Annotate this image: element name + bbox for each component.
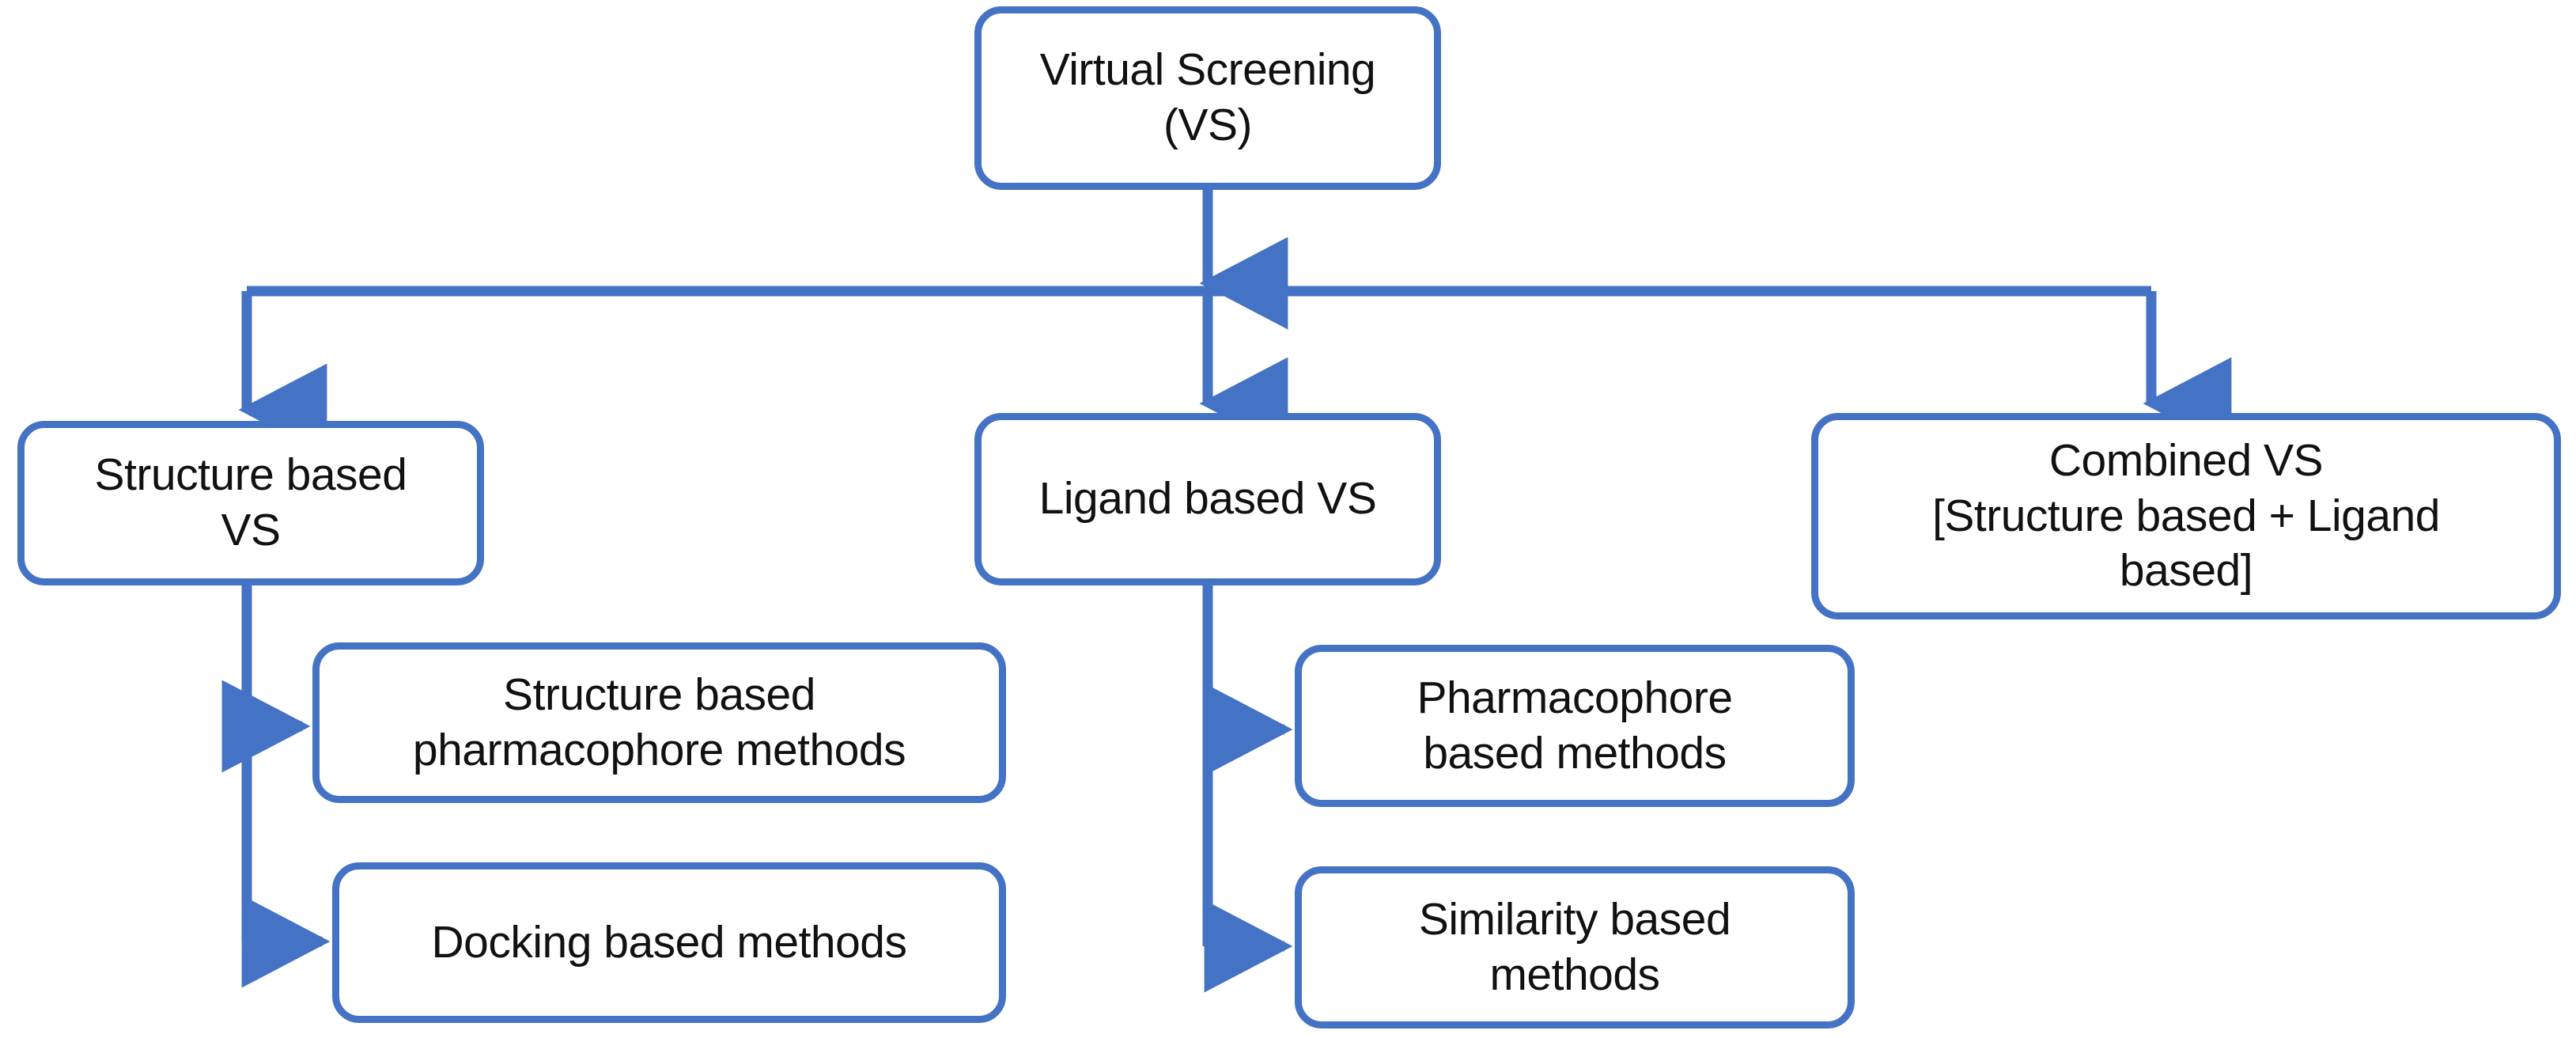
node-similarity-based-methods[interactable]: Similarity based methods [1295, 866, 1855, 1029]
node-label-pharmacophore-based-methods: Pharmacophore based methods [1417, 672, 1733, 778]
node-label-similarity-based-methods: Similarity based methods [1418, 893, 1731, 1000]
node-label-ligand-based-vs: Ligand based VS [1038, 473, 1377, 525]
node-label-structure-based-vs: Structure based VS [94, 449, 407, 555]
node-combined-vs[interactable]: Combined VS [Structure based + Ligand ba… [1811, 413, 2561, 619]
node-structure-pharmacophore-methods[interactable]: Structure based pharmacophore methods [312, 642, 1006, 803]
node-label-virtual-screening-root: Virtual Screening (VS) [1039, 44, 1376, 150]
node-ligand-based-vs[interactable]: Ligand based VS [974, 413, 1441, 585]
node-docking-based-methods[interactable]: Docking based methods [332, 862, 1006, 1023]
node-label-combined-vs: Combined VS [Structure based + Ligand ba… [1932, 435, 2440, 597]
node-label-structure-pharmacophore-methods: Structure based pharmacophore methods [412, 669, 906, 775]
node-virtual-screening-root[interactable]: Virtual Screening (VS) [974, 6, 1441, 190]
node-label-docking-based-methods: Docking based methods [431, 916, 907, 968]
node-pharmacophore-based-methods[interactable]: Pharmacophore based methods [1295, 645, 1855, 807]
node-structure-based-vs[interactable]: Structure based VS [17, 421, 484, 585]
